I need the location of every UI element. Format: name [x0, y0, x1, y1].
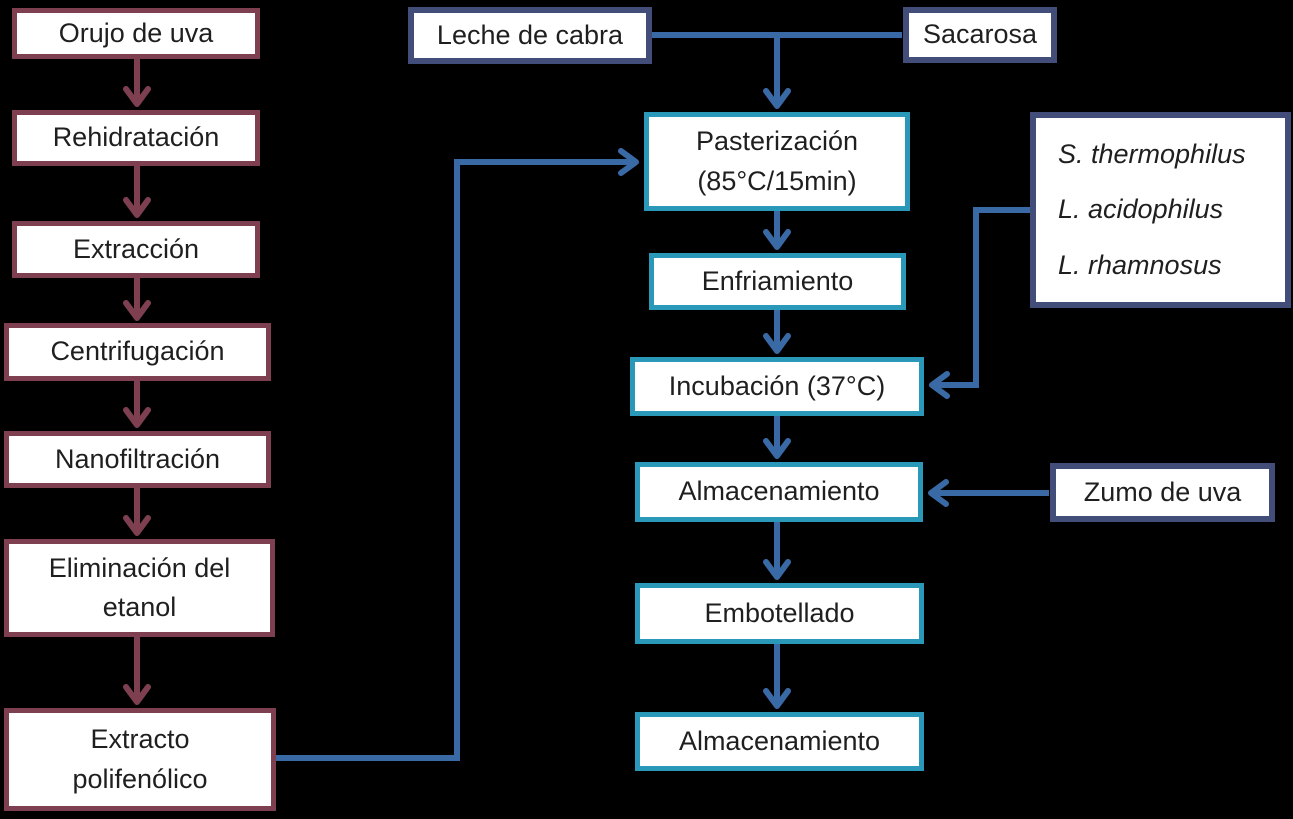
node-almacenamiento-1: Almacenamiento — [635, 462, 923, 522]
node-label: Rehidratación — [52, 122, 220, 153]
connector-extracto-to-pasterizacion — [276, 148, 639, 761]
node-label: Embotellado — [704, 597, 855, 628]
node-label: Zumo de uva — [1083, 476, 1242, 507]
node-label: Incubación (37°C) — [668, 370, 886, 401]
node-extraccion: Extracción — [12, 221, 260, 278]
node-label: Almacenamiento — [678, 725, 881, 756]
node-label: Leche de cabra — [436, 19, 624, 50]
node-label: etanol — [102, 592, 177, 622]
culture-strain-label: L. rhamnosus — [1058, 250, 1222, 281]
node-cultivos-lacticos: S. thermophilus L. acidophilus L. rhamno… — [1030, 112, 1291, 308]
node-label: Enfriamiento — [701, 265, 854, 296]
node-embotellado: Embotellado — [635, 583, 924, 644]
node-label: (85°C/15min) — [697, 165, 857, 196]
culture-strain-label: S. thermophilus — [1058, 138, 1246, 169]
node-label: Extracto — [90, 724, 190, 755]
node-label: Pasterización — [695, 126, 859, 157]
node-pasterizacion: Pasterización (85°C/15min) — [644, 112, 910, 211]
node-eliminacion-del-etanol: Eliminación del etanol — [4, 539, 275, 637]
node-label: polifenólico — [72, 763, 208, 794]
node-enfriamiento: Enfriamiento — [649, 253, 906, 310]
node-orujo-de-uva: Orujo de uva — [12, 8, 260, 59]
culture-strain-label: L. acidophilus — [1058, 194, 1224, 225]
node-almacenamiento-2: Almacenamiento — [635, 712, 924, 771]
node-leche-de-cabra: Leche de cabra — [408, 7, 652, 64]
node-sacarosa: Sacarosa — [903, 7, 1057, 63]
node-zumo-de-uva: Zumo de uva — [1050, 463, 1275, 522]
node-centrifugacion: Centrifugación — [4, 323, 271, 381]
node-incubacion: Incubación (37°C) — [630, 357, 924, 416]
node-label: Orujo de uva — [58, 17, 214, 48]
node-label: Centrifugación — [50, 336, 225, 367]
node-label: Nanofiltración — [54, 443, 221, 474]
node-nanofiltracion: Nanofiltración — [4, 431, 271, 488]
node-label: Almacenamiento — [678, 476, 880, 507]
node-rehidratacion: Rehidratación — [12, 110, 260, 166]
connector-cultivos-to-incubacion — [929, 207, 1030, 399]
node-label: Extracción — [72, 233, 200, 264]
node-label: Eliminación del — [48, 552, 231, 583]
node-extracto-polifenolico: Extracto polifenólico — [4, 708, 276, 811]
node-label: Sacarosa — [922, 19, 1038, 50]
